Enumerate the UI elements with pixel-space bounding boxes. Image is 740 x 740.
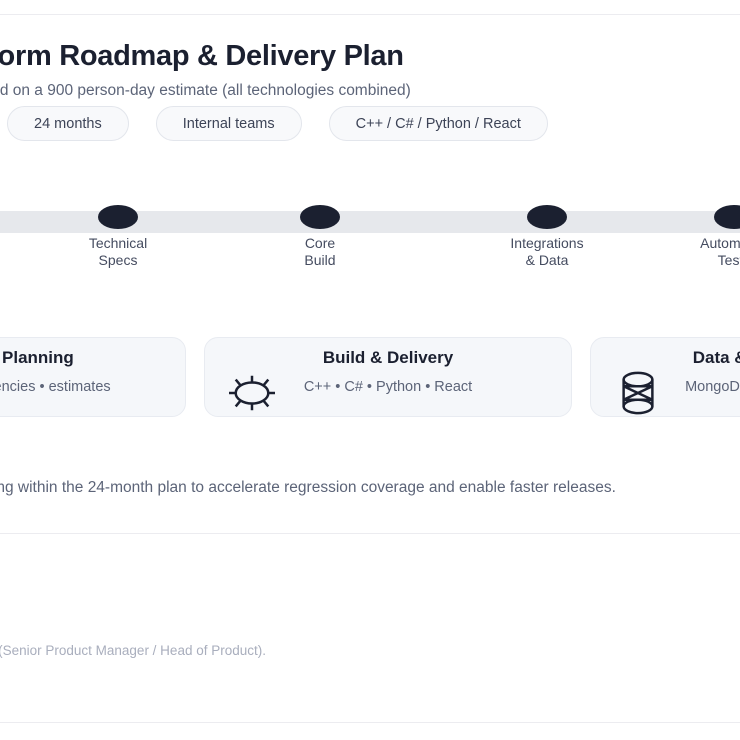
card-body: scope • dependencies • estimates xyxy=(0,379,111,395)
timeline-milestone[interactable]: Integrations & Data xyxy=(467,205,627,269)
summary-chip-row: 900 person-days 24 months Internal teams… xyxy=(0,106,548,141)
workstream-card[interactable]: Data & Performance MongoDB • Redis • cac… xyxy=(590,337,740,417)
divider-middle xyxy=(0,533,740,534)
card-title: Specs & Planning xyxy=(0,348,74,367)
milestone-label: Automated Tests xyxy=(700,235,740,268)
milestone-label: Technical Specs xyxy=(88,235,148,268)
divider-bottom xyxy=(0,722,740,723)
gear-icon xyxy=(229,375,275,411)
card-body: C++ • C# • Python • React xyxy=(303,379,473,395)
milestone-dot-icon xyxy=(527,205,567,229)
chip-technologies[interactable]: C++ / C# / Python / React xyxy=(328,106,548,141)
database-icon xyxy=(622,371,654,415)
chip-duration[interactable]: 24 months xyxy=(7,106,129,141)
footnote: Indicative planning illustration (Senior… xyxy=(0,643,266,658)
workstream-card[interactable]: Specs & Planning scope • dependencies • … xyxy=(0,337,186,417)
milestone-dot-icon xyxy=(98,205,138,229)
page-subtitle: Phased delivery plan based on a 900 pers… xyxy=(0,82,411,99)
card-body: MongoDB • Redis • caching xyxy=(685,379,740,395)
milestone-dot-icon xyxy=(300,205,340,229)
workstream-card[interactable]: Build & Delivery C++ • C# • Python • Rea… xyxy=(204,337,572,417)
milestone-label: Integrations & Data xyxy=(510,235,584,268)
milestone-label: Core Build xyxy=(304,235,336,268)
automation-description: Introduce automation testing within the … xyxy=(0,479,616,496)
card-title: Build & Delivery xyxy=(322,348,454,367)
workstream-card-row: Specs & Planning scope • dependencies • … xyxy=(0,337,740,417)
milestone-dot-icon xyxy=(714,205,740,229)
timeline-milestone[interactable]: Automated Tests xyxy=(654,205,740,269)
divider-top xyxy=(0,14,740,15)
card-title: Data & Performance xyxy=(692,348,740,367)
chip-teams[interactable]: Internal teams xyxy=(155,106,302,141)
page-title: Delivery Platform Roadmap & Delivery Pla… xyxy=(0,40,404,72)
timeline-milestone[interactable]: Technical Specs xyxy=(38,205,198,269)
timeline-milestone[interactable]: Core Build xyxy=(240,205,400,269)
